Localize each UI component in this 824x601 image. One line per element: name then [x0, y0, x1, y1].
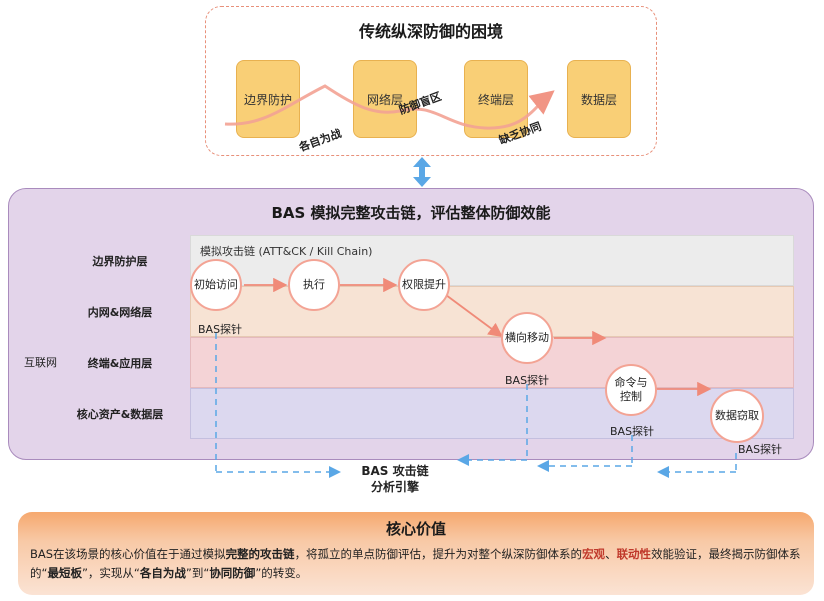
band-data — [190, 388, 794, 439]
core-text-part: ”的转变。 — [255, 566, 308, 580]
engine-label-line2: 分析引擎 — [370, 480, 419, 494]
row-label-network: 内网&网络层 — [87, 306, 153, 319]
internet-label: 互联网 — [24, 356, 57, 369]
layer-box-perimeter: 边界防护 — [236, 60, 300, 138]
bas-panel-title: BAS 模拟完整攻击链，评估整体防御效能 — [271, 204, 551, 222]
core-text-part: ”，实现从“ — [81, 566, 140, 580]
bas-probe-data: BAS探针 — [738, 443, 783, 456]
stage-command-control: 命令与控制 — [605, 364, 657, 416]
core-text-part: 各自为战 — [139, 566, 186, 580]
stage-execution: 执行 — [288, 259, 340, 311]
core-text-part: 协同防御 — [209, 566, 256, 580]
attack-chain-label: 模拟攻击链 (ATT&CK / Kill Chain) — [200, 245, 373, 258]
stage-data-exfiltration: 数据窃取 — [710, 389, 764, 443]
bas-probe-perimeter: BAS探针 — [198, 323, 243, 336]
core-value-text: BAS在该场景的核心价值在于通过模拟完整的攻击链，将孤立的单点防御评估，提升为对… — [30, 545, 802, 583]
layer-box-network: 网络层 — [353, 60, 417, 138]
core-text-part: ”到“ — [185, 566, 210, 580]
row-label-data: 核心资产&数据层 — [76, 408, 164, 421]
bas-analysis-engine: BAS 攻击链 分析引擎 — [340, 463, 450, 495]
traditional-defense-panel — [205, 6, 657, 156]
bas-probe-endpoint: BAS探针 — [610, 425, 655, 438]
core-text-part: 联动性 — [616, 547, 652, 561]
core-value-panel — [18, 512, 814, 595]
layer-box-endpoint: 终端层 — [464, 60, 528, 138]
traditional-defense-title: 传统纵深防御的困境 — [358, 22, 503, 41]
row-label-perimeter: 边界防护层 — [92, 255, 148, 268]
core-text-part: BAS在该场景的核心价值在于通过模拟 — [30, 547, 226, 561]
core-text-part: 最短板 — [47, 566, 82, 580]
engine-label-line1: BAS 攻击链 — [361, 464, 429, 478]
stage-lateral-movement: 横向移动 — [501, 312, 553, 364]
core-value-title: 核心价值 — [385, 520, 446, 538]
core-text-part: 效能验证，最终揭示防御体系的“ — [30, 547, 801, 580]
double-arrow-icon — [413, 157, 431, 187]
core-text-part: 宏观 — [582, 547, 606, 561]
stage-initial-access: 初始访问 — [190, 259, 242, 311]
row-label-endpoint: 终端&应用层 — [87, 357, 153, 370]
core-text-part: ，将孤立的单点防御评估，提升为对整个纵深防御体系的 — [294, 547, 583, 561]
core-text-part: 完整的攻击链 — [225, 547, 295, 561]
layer-box-data: 数据层 — [567, 60, 631, 138]
core-text-part: 、 — [605, 547, 617, 561]
bas-probe-network: BAS探针 — [505, 374, 550, 387]
stage-privilege-escalation: 权限提升 — [398, 259, 450, 311]
band-endpoint — [190, 337, 794, 388]
attack-wave-arrow — [224, 84, 555, 130]
